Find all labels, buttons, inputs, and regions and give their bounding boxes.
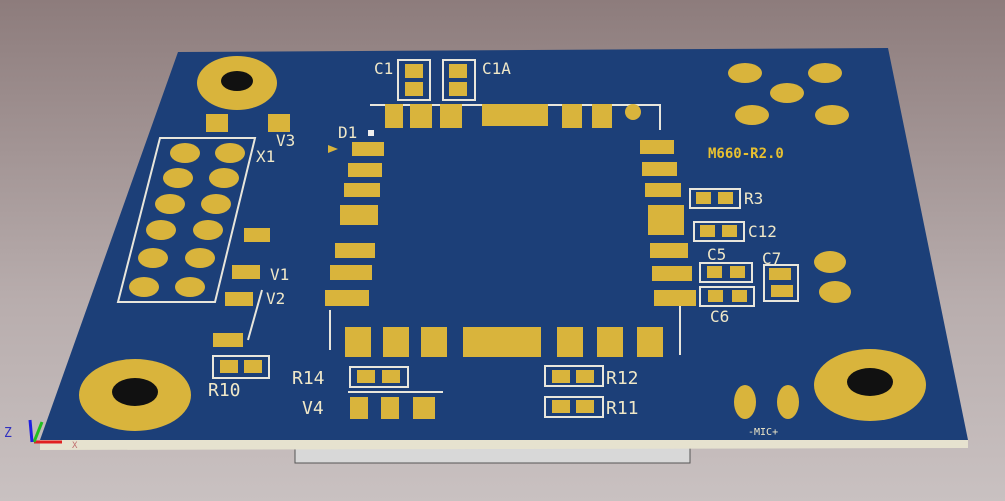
axis-z-label: Z: [4, 426, 12, 441]
label-r14: R14: [292, 368, 325, 389]
axis-x-label: X: [72, 441, 78, 451]
header-x1: [116, 137, 257, 303]
label-mic: -MIC+: [748, 427, 778, 438]
board-name: M660-R2.0: [708, 146, 784, 162]
label-c1: C1: [374, 59, 393, 78]
label-r11: R11: [606, 398, 639, 419]
board-edge: [40, 440, 968, 450]
label-v1: V1: [270, 265, 289, 284]
label-c6: C6: [710, 307, 729, 326]
mounting-hole: [814, 349, 926, 421]
passive-pads: [206, 59, 799, 419]
label-v2: V2: [266, 289, 285, 308]
connector-pads: [728, 63, 851, 419]
label-v3: V3: [276, 131, 295, 150]
label-d1: D1: [338, 123, 357, 142]
board-surface: [40, 48, 968, 440]
label-r3: R3: [744, 189, 763, 208]
label-r10: R10: [208, 380, 241, 401]
label-v4: V4: [302, 398, 324, 419]
label-c5: C5: [707, 245, 726, 264]
label-x1: X1: [256, 147, 275, 166]
ic-d1-pads: [325, 104, 696, 357]
label-c1a: C1A: [482, 59, 511, 78]
label-c7: C7: [762, 249, 781, 268]
label-r12: R12: [606, 368, 639, 389]
mounting-hole: [197, 56, 277, 110]
axis-gizmo: Z X: [4, 419, 78, 451]
mounting-hole: [79, 359, 191, 431]
label-c12: C12: [748, 222, 777, 241]
